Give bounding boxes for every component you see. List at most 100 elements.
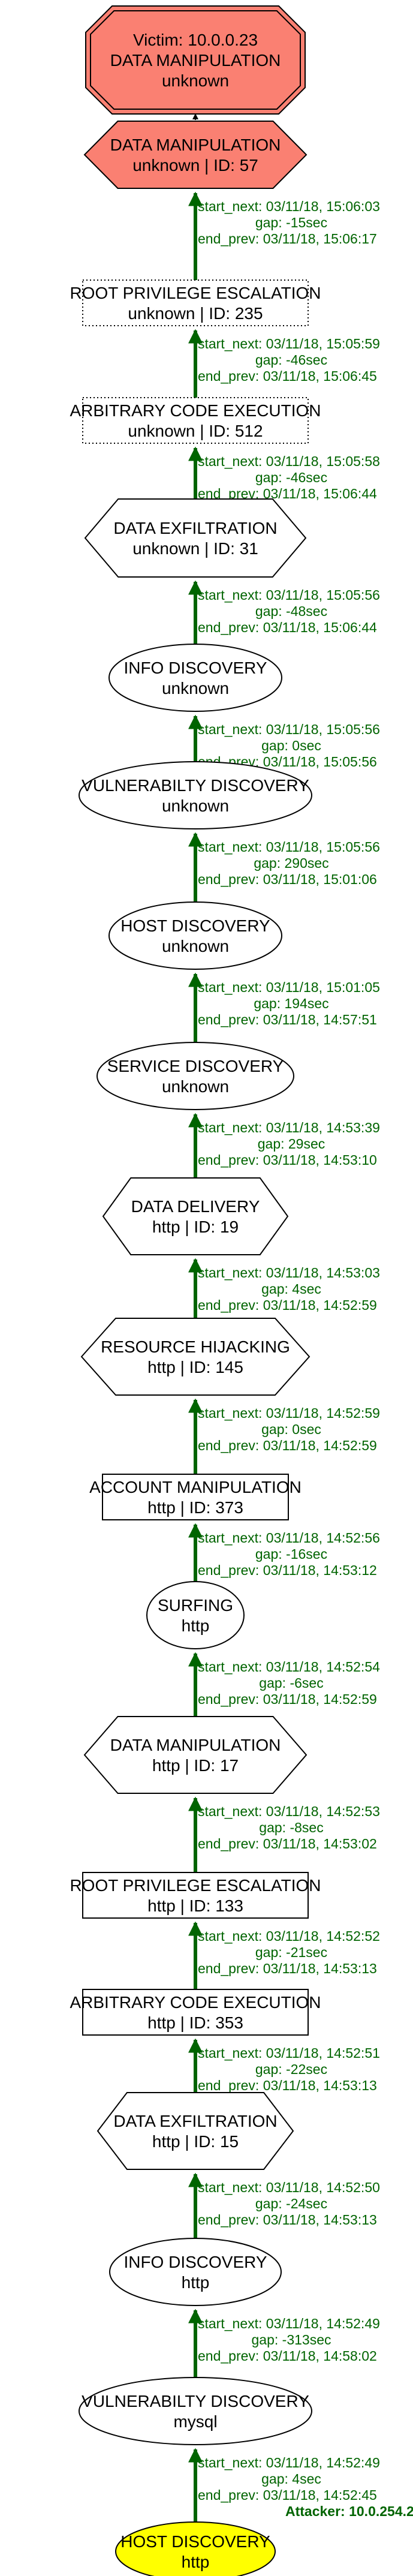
- edge-end-prev-label: end_prev: 03/11/18, 15:06:45: [198, 368, 377, 384]
- node-title: INFO DISCOVERY: [123, 659, 267, 677]
- node-subtitle: http | ID: 15: [152, 2132, 239, 2151]
- node-hexagon: [84, 498, 307, 578]
- node-data-delivery[interactable]: DATA DELIVERY http | ID: 19: [102, 1177, 289, 1255]
- node-title: HOST DISCOVERY: [120, 916, 270, 935]
- node-title: Victim: 10.0.0.23: [133, 31, 258, 49]
- node-title: DATA DELIVERY: [131, 1197, 260, 1216]
- node-subtitle: http | ID: 17: [152, 1756, 239, 1775]
- node-title: DATA MANIPULATION: [110, 136, 281, 154]
- edge-gap-label: gap: 4sec: [261, 2471, 321, 2487]
- edge-start-next-label: start_next: 03/11/18, 14:52:59: [198, 1405, 380, 1421]
- node-subtitle: unknown: [162, 1077, 229, 1096]
- edge-start-next-label: start_next: 03/11/18, 15:05:56: [198, 839, 380, 855]
- edge-end-prev-label: end_prev: 03/11/18, 14:53:13: [198, 1961, 377, 1976]
- edge-gap-label: gap: 194sec: [254, 996, 328, 1011]
- edge-gap-label: gap: -8sec: [259, 1820, 323, 1835]
- node-subtitle: http: [182, 2553, 210, 2571]
- edge-gap-label: gap: -16sec: [255, 1546, 327, 1562]
- edge-start-next-label: start_next: 03/11/18, 14:52:49: [198, 2316, 380, 2331]
- edge-start-next-label: start_next: 03/11/18, 14:52:54: [198, 1659, 380, 1675]
- edge-gap-label: gap: 29sec: [258, 1136, 325, 1152]
- edge-gap-label: gap: -22sec: [255, 2061, 327, 2077]
- node-title: ROOT PRIVILEGE ESCALATION: [70, 1876, 321, 1895]
- node-ellipse: [115, 2521, 276, 2576]
- edge-start-next-label: start_next: 03/11/18, 14:53:03: [198, 1265, 380, 1281]
- node-hexagon: [83, 121, 308, 189]
- node-hexagon: [83, 1716, 308, 1794]
- node-title: DATA EXFILTRATION: [113, 2112, 277, 2130]
- node-title: SERVICE DISCOVERY: [107, 1057, 284, 1075]
- edge-end-prev-label: end_prev: 03/11/18, 14:53:13: [198, 2078, 377, 2093]
- node-title: HOST DISCOVERY: [120, 2532, 270, 2551]
- edge-end-prev-label: end_prev: 03/11/18, 14:57:51: [198, 1012, 377, 1027]
- node-box-dotted: [82, 279, 309, 326]
- node-subtitle: DATA MANIPULATION: [110, 51, 281, 70]
- edge-gap-label: gap: 0sec: [261, 738, 321, 753]
- edge-start-next-label: start_next: 03/11/18, 15:05:58: [198, 453, 380, 469]
- node-subtitle: http | ID: 353: [147, 2013, 243, 2032]
- edge-gap-label: gap: -15sec: [255, 215, 327, 230]
- node-ellipse: [97, 1042, 294, 1110]
- node-subtitle: http: [182, 2273, 210, 2292]
- node-hexagon: [102, 1177, 289, 1255]
- edge-end-prev-label: end_prev: 03/11/18, 15:06:17: [198, 231, 377, 247]
- node-account-manipulation[interactable]: ACCOUNT MANIPULATION http | ID: 373: [89, 1474, 302, 1520]
- edge-start-next-label: start_next: 03/11/18, 14:52:51: [198, 2045, 380, 2061]
- edge-start-next-label: start_next: 03/11/18, 15:06:03: [198, 199, 380, 214]
- node-box-dotted: [82, 397, 309, 444]
- edge-gap-label: gap: 4sec: [261, 1281, 321, 1297]
- edge-gap-label: gap: 290sec: [254, 855, 328, 871]
- node-hexagon: [97, 2092, 294, 2170]
- node-ellipse: [79, 2377, 312, 2445]
- node-host-discovery[interactable]: HOST DISCOVERY http: [115, 2521, 276, 2576]
- edge-start-next-label: start_next: 03/11/18, 14:52:53: [198, 1803, 380, 1819]
- node-ellipse: [146, 1581, 245, 1649]
- node-title: ACCOUNT MANIPULATION: [89, 1478, 302, 1496]
- node-subtitle: unknown | ID: 235: [128, 304, 263, 323]
- node-ellipse: [108, 901, 282, 970]
- node-box: [82, 1989, 309, 2036]
- node-box: [82, 1872, 309, 1919]
- edge-gap-label: gap: 0sec: [261, 1421, 321, 1437]
- edge-end-prev-label: end_prev: 03/11/18, 14:53:12: [198, 1562, 377, 1578]
- edge-gap-label: gap: -6sec: [259, 1675, 323, 1691]
- edge-end-prev-label: end_prev: 03/11/18, 14:52:45: [198, 2487, 377, 2503]
- edge-start-next-label: start_next: 03/11/18, 14:52:50: [198, 2180, 380, 2195]
- node-subtitle: http: [182, 1616, 210, 1635]
- victim-octagon-inner: [90, 10, 301, 110]
- edge-end-prev-label: end_prev: 03/11/18, 14:53:02: [198, 1836, 377, 1851]
- node-subtitle: http | ID: 19: [152, 1218, 239, 1236]
- edge-gap-label: gap: -21sec: [255, 1944, 327, 1960]
- node-service-discovery[interactable]: SERVICE DISCOVERY unknown: [97, 1042, 294, 1110]
- edge-end-prev-label: end_prev: 03/11/18, 14:53:13: [198, 2212, 377, 2228]
- node-box: [102, 1474, 289, 1520]
- node-ellipse: [79, 761, 312, 829]
- attacker-label: Attacker: 10.0.254.201: [285, 2503, 413, 2519]
- node-title: ARBITRARY CODE EXECUTION: [70, 1993, 321, 2012]
- edge-end-prev-label: end_prev: 03/11/18, 14:53:10: [198, 1152, 377, 1168]
- edge-start-next-label: start_next: 03/11/18, 14:52:56: [198, 1530, 380, 1546]
- node-data-exfiltration[interactable]: DATA EXFILTRATION http | ID: 15: [97, 2092, 294, 2170]
- edge-gap-label: gap: -46sec: [255, 470, 327, 485]
- node-subtitle: http | ID: 373: [147, 1498, 243, 1517]
- node-title: DATA EXFILTRATION: [113, 519, 277, 537]
- node-title: SURFING: [158, 1596, 233, 1615]
- edge-gap-label: gap: -24sec: [255, 2196, 327, 2211]
- node-title: VULNERABILTY DISCOVERY: [82, 2392, 309, 2410]
